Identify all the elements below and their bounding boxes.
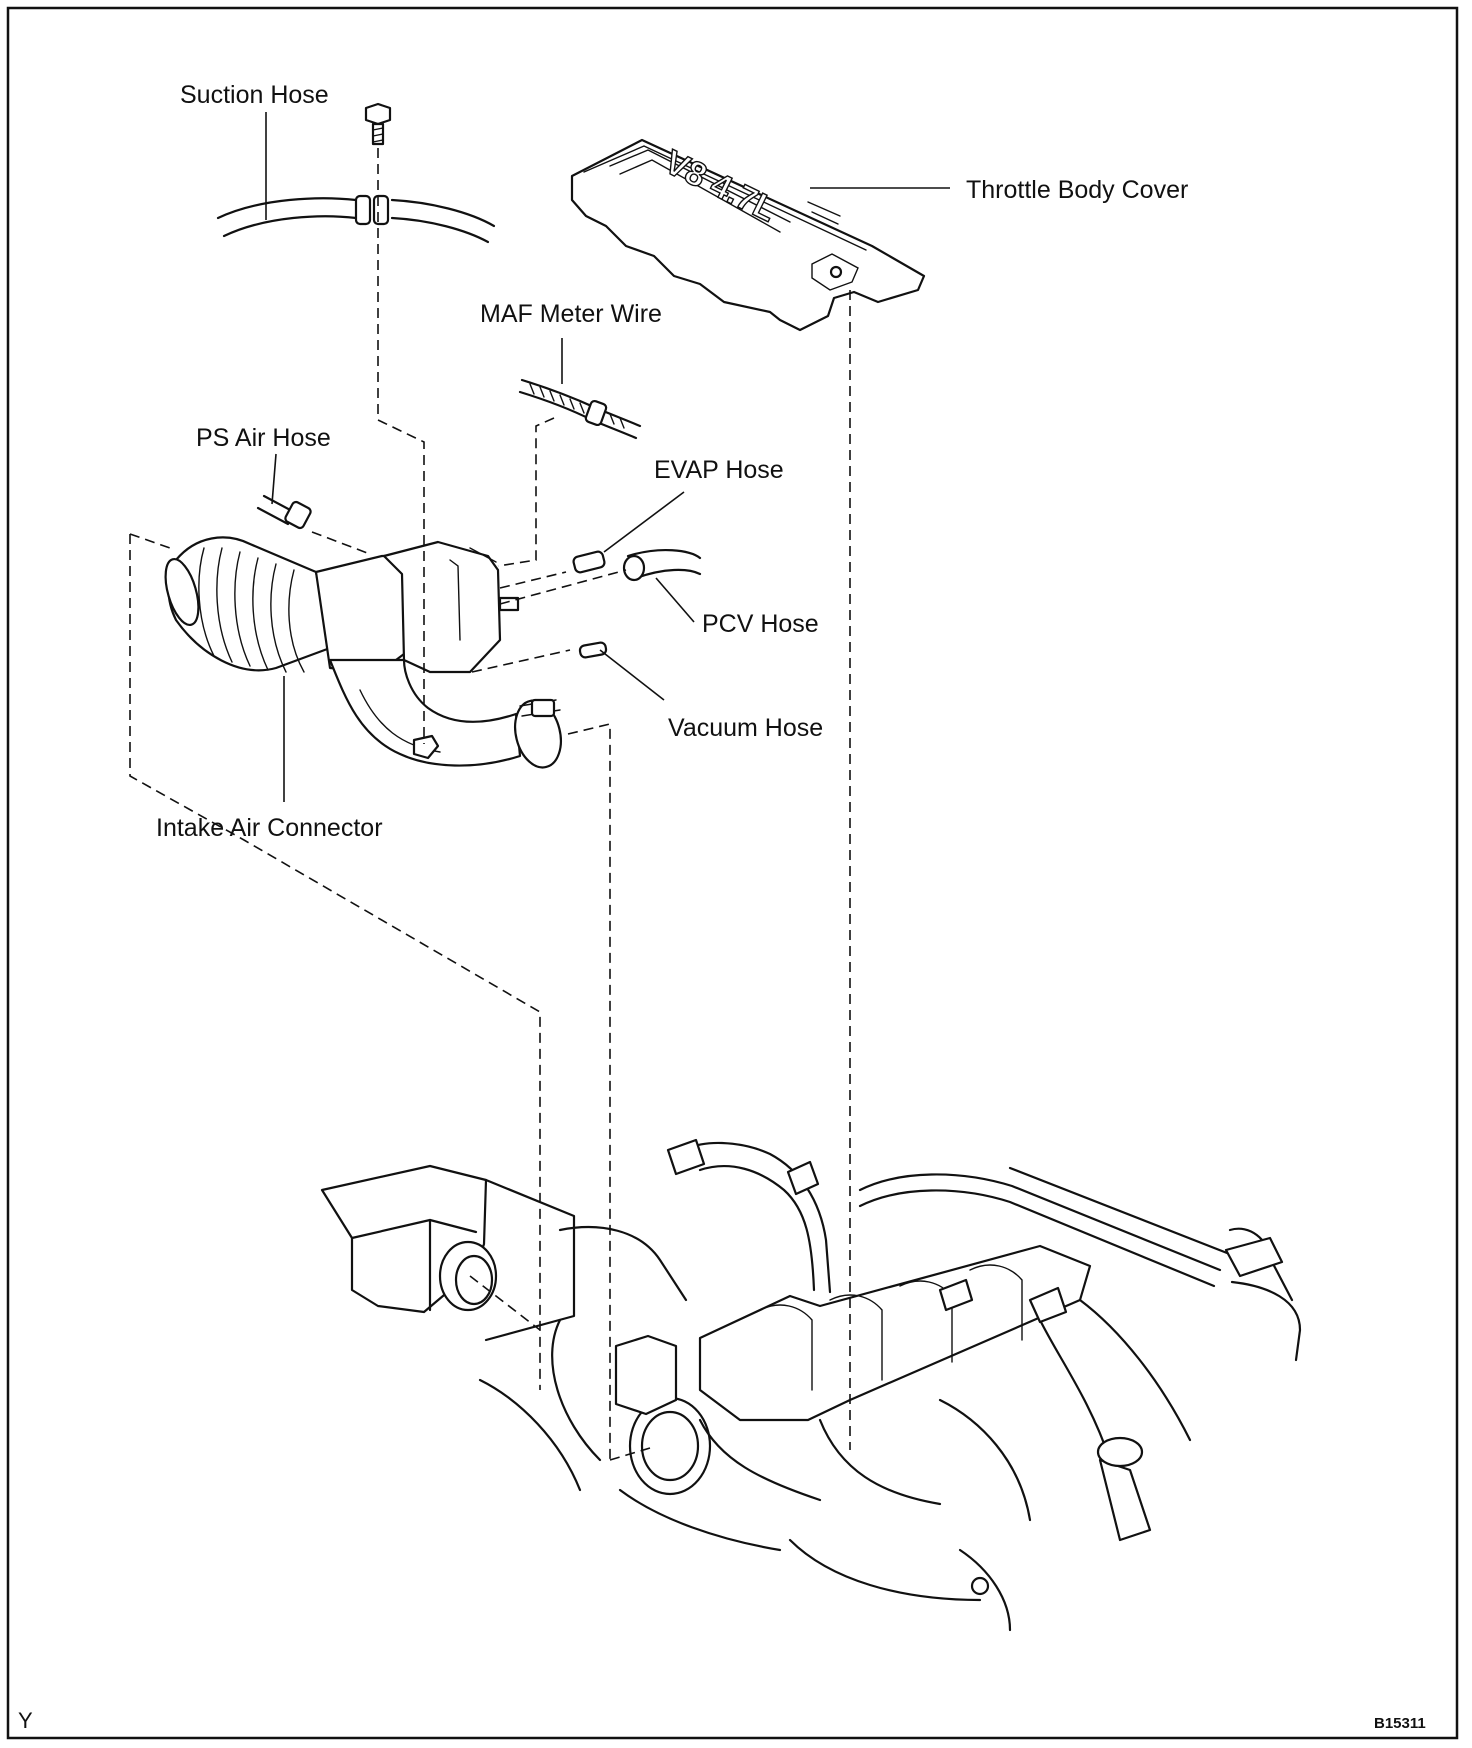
engine-assembly <box>320 1138 1302 1632</box>
label-intake-air-connector: Intake Air Connector <box>156 814 383 842</box>
label-vacuum-hose: Vacuum Hose <box>668 714 823 742</box>
label-evap-hose: EVAP Hose <box>654 456 784 484</box>
pcv-hose <box>622 548 702 582</box>
corner-code-left: Y <box>18 1708 33 1733</box>
assembly-guide-lines <box>129 148 851 1461</box>
bolt-icon <box>364 102 392 146</box>
figure-code: B15311 <box>1374 1715 1426 1732</box>
label-throttle-body-cover: Throttle Body Cover <box>966 176 1188 204</box>
label-suction-hose: Suction Hose <box>180 81 329 109</box>
ps-air-hose <box>256 494 312 530</box>
maf-meter-wire <box>518 378 642 440</box>
evap-hose <box>572 550 606 574</box>
suction-hose <box>216 194 496 244</box>
label-maf-meter-wire: MAF Meter Wire <box>480 300 662 328</box>
figure-frame <box>6 6 1459 1740</box>
label-pcv-hose: PCV Hose <box>702 610 819 638</box>
leader-lines <box>265 112 950 802</box>
vacuum-hose <box>578 641 608 659</box>
intake-air-connector <box>164 536 562 769</box>
label-ps-air-hose: PS Air Hose <box>196 424 331 452</box>
